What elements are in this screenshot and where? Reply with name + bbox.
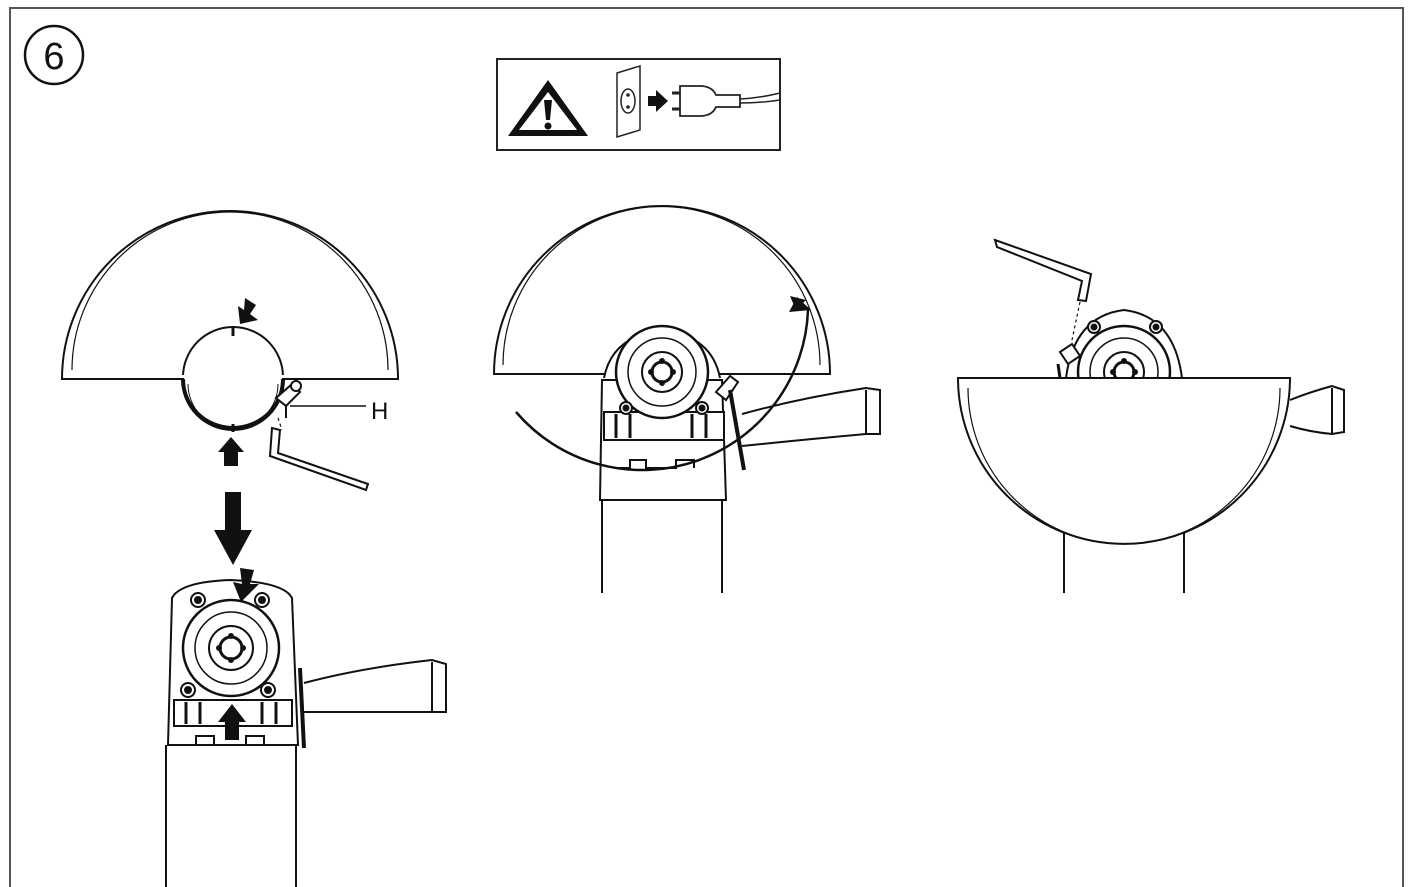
step-number: 6 [43,36,64,78]
step-badge: 6 [23,24,85,86]
guard-mounted-rotate [492,205,881,593]
grinder-head-bottom [165,568,447,887]
unplug-from-socket-icon [616,64,781,139]
warning-box [496,58,781,151]
guard-separate [60,210,400,492]
warning-triangle-icon [508,80,588,136]
guard-lever-label: H [371,398,388,425]
panel-border [9,7,1404,887]
down-arrow [214,492,252,565]
guard-tighten [956,238,1345,593]
